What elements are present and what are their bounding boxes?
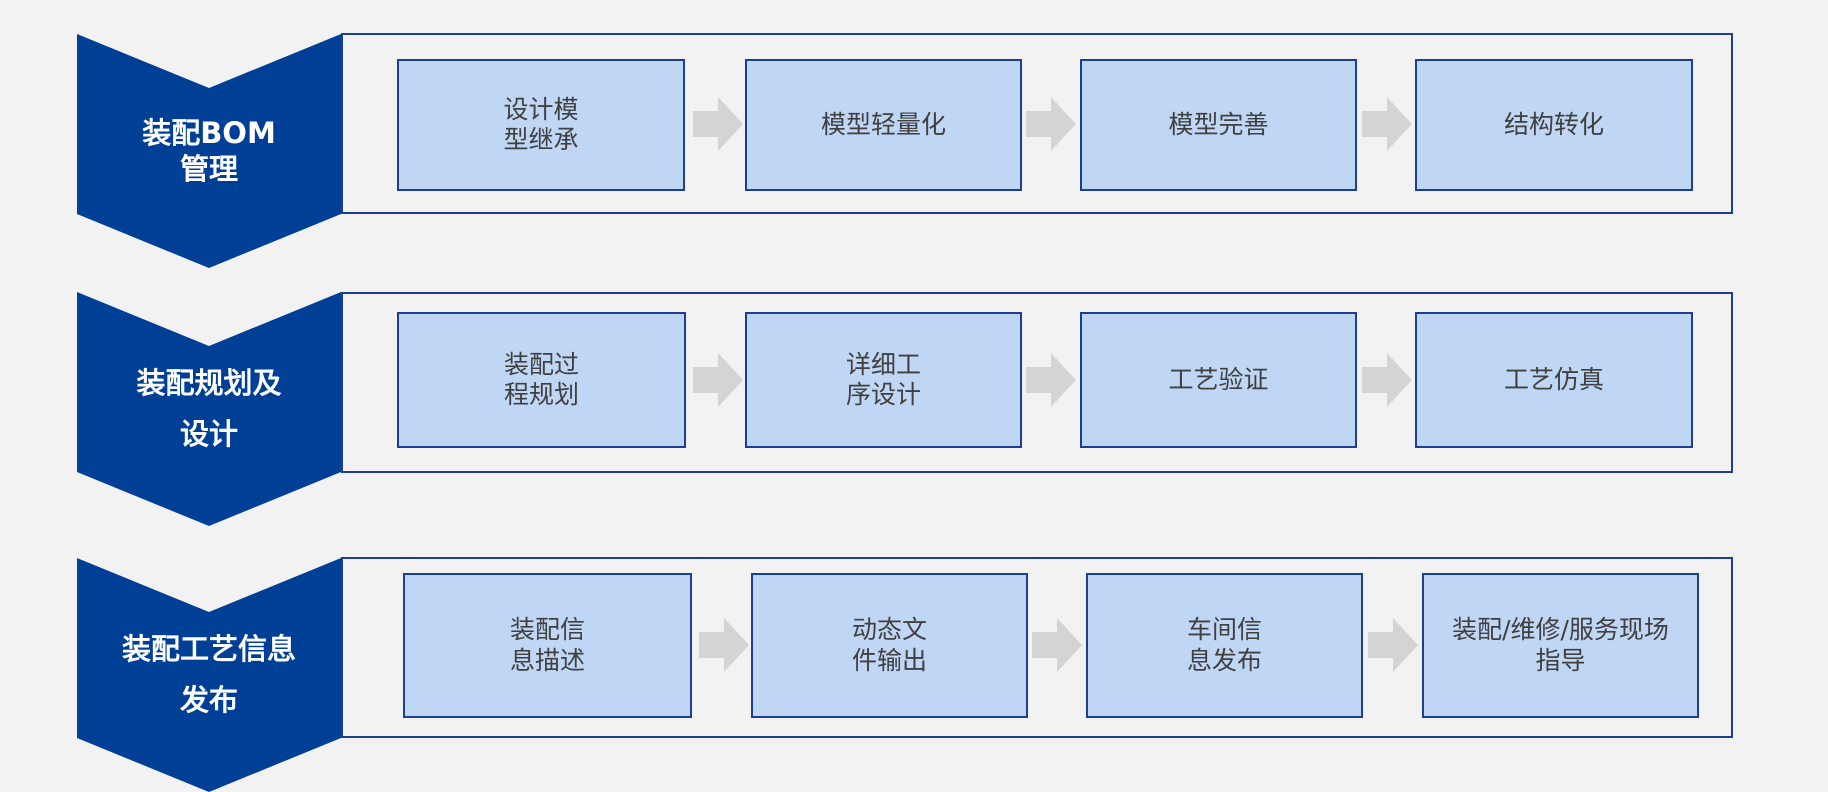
arrow-right-icon xyxy=(1362,353,1412,407)
stage-chevron-2: 装配规划及 设计 xyxy=(77,292,341,526)
arrow-right-icon xyxy=(1362,97,1412,151)
step-box: 设计模 型继承 xyxy=(397,59,685,191)
stage-label-2: 装配规划及 设计 xyxy=(136,366,282,451)
step-box: 装配信 息描述 xyxy=(403,573,692,718)
arrow-right-icon xyxy=(693,353,743,407)
step-box: 工艺仿真 xyxy=(1415,312,1693,448)
arrow-right-icon xyxy=(693,97,743,151)
step-box: 模型完善 xyxy=(1080,59,1357,191)
step-box: 装配过 程规划 xyxy=(397,312,686,448)
step-box: 车间信 息发布 xyxy=(1086,573,1363,718)
step-box: 装配/维修/服务现场 指导 xyxy=(1422,573,1699,718)
step-box: 工艺验证 xyxy=(1080,312,1357,448)
stage-label-1: 装配BOM 管理 xyxy=(142,115,276,186)
step-box: 详细工 序设计 xyxy=(745,312,1022,448)
arrow-right-icon xyxy=(699,618,749,672)
step-box: 模型轻量化 xyxy=(745,59,1022,191)
step-box: 动态文 件输出 xyxy=(751,573,1028,718)
stage-label-3: 装配工艺信息 发布 xyxy=(121,632,296,717)
arrow-right-icon xyxy=(1026,97,1076,151)
stage-chevron-3: 装配工艺信息 发布 xyxy=(77,558,341,792)
arrow-right-icon xyxy=(1026,353,1076,407)
stage-chevron-1: 装配BOM 管理 xyxy=(77,34,341,268)
arrow-right-icon xyxy=(1032,618,1082,672)
step-box: 结构转化 xyxy=(1415,59,1693,191)
arrow-right-icon xyxy=(1368,618,1418,672)
